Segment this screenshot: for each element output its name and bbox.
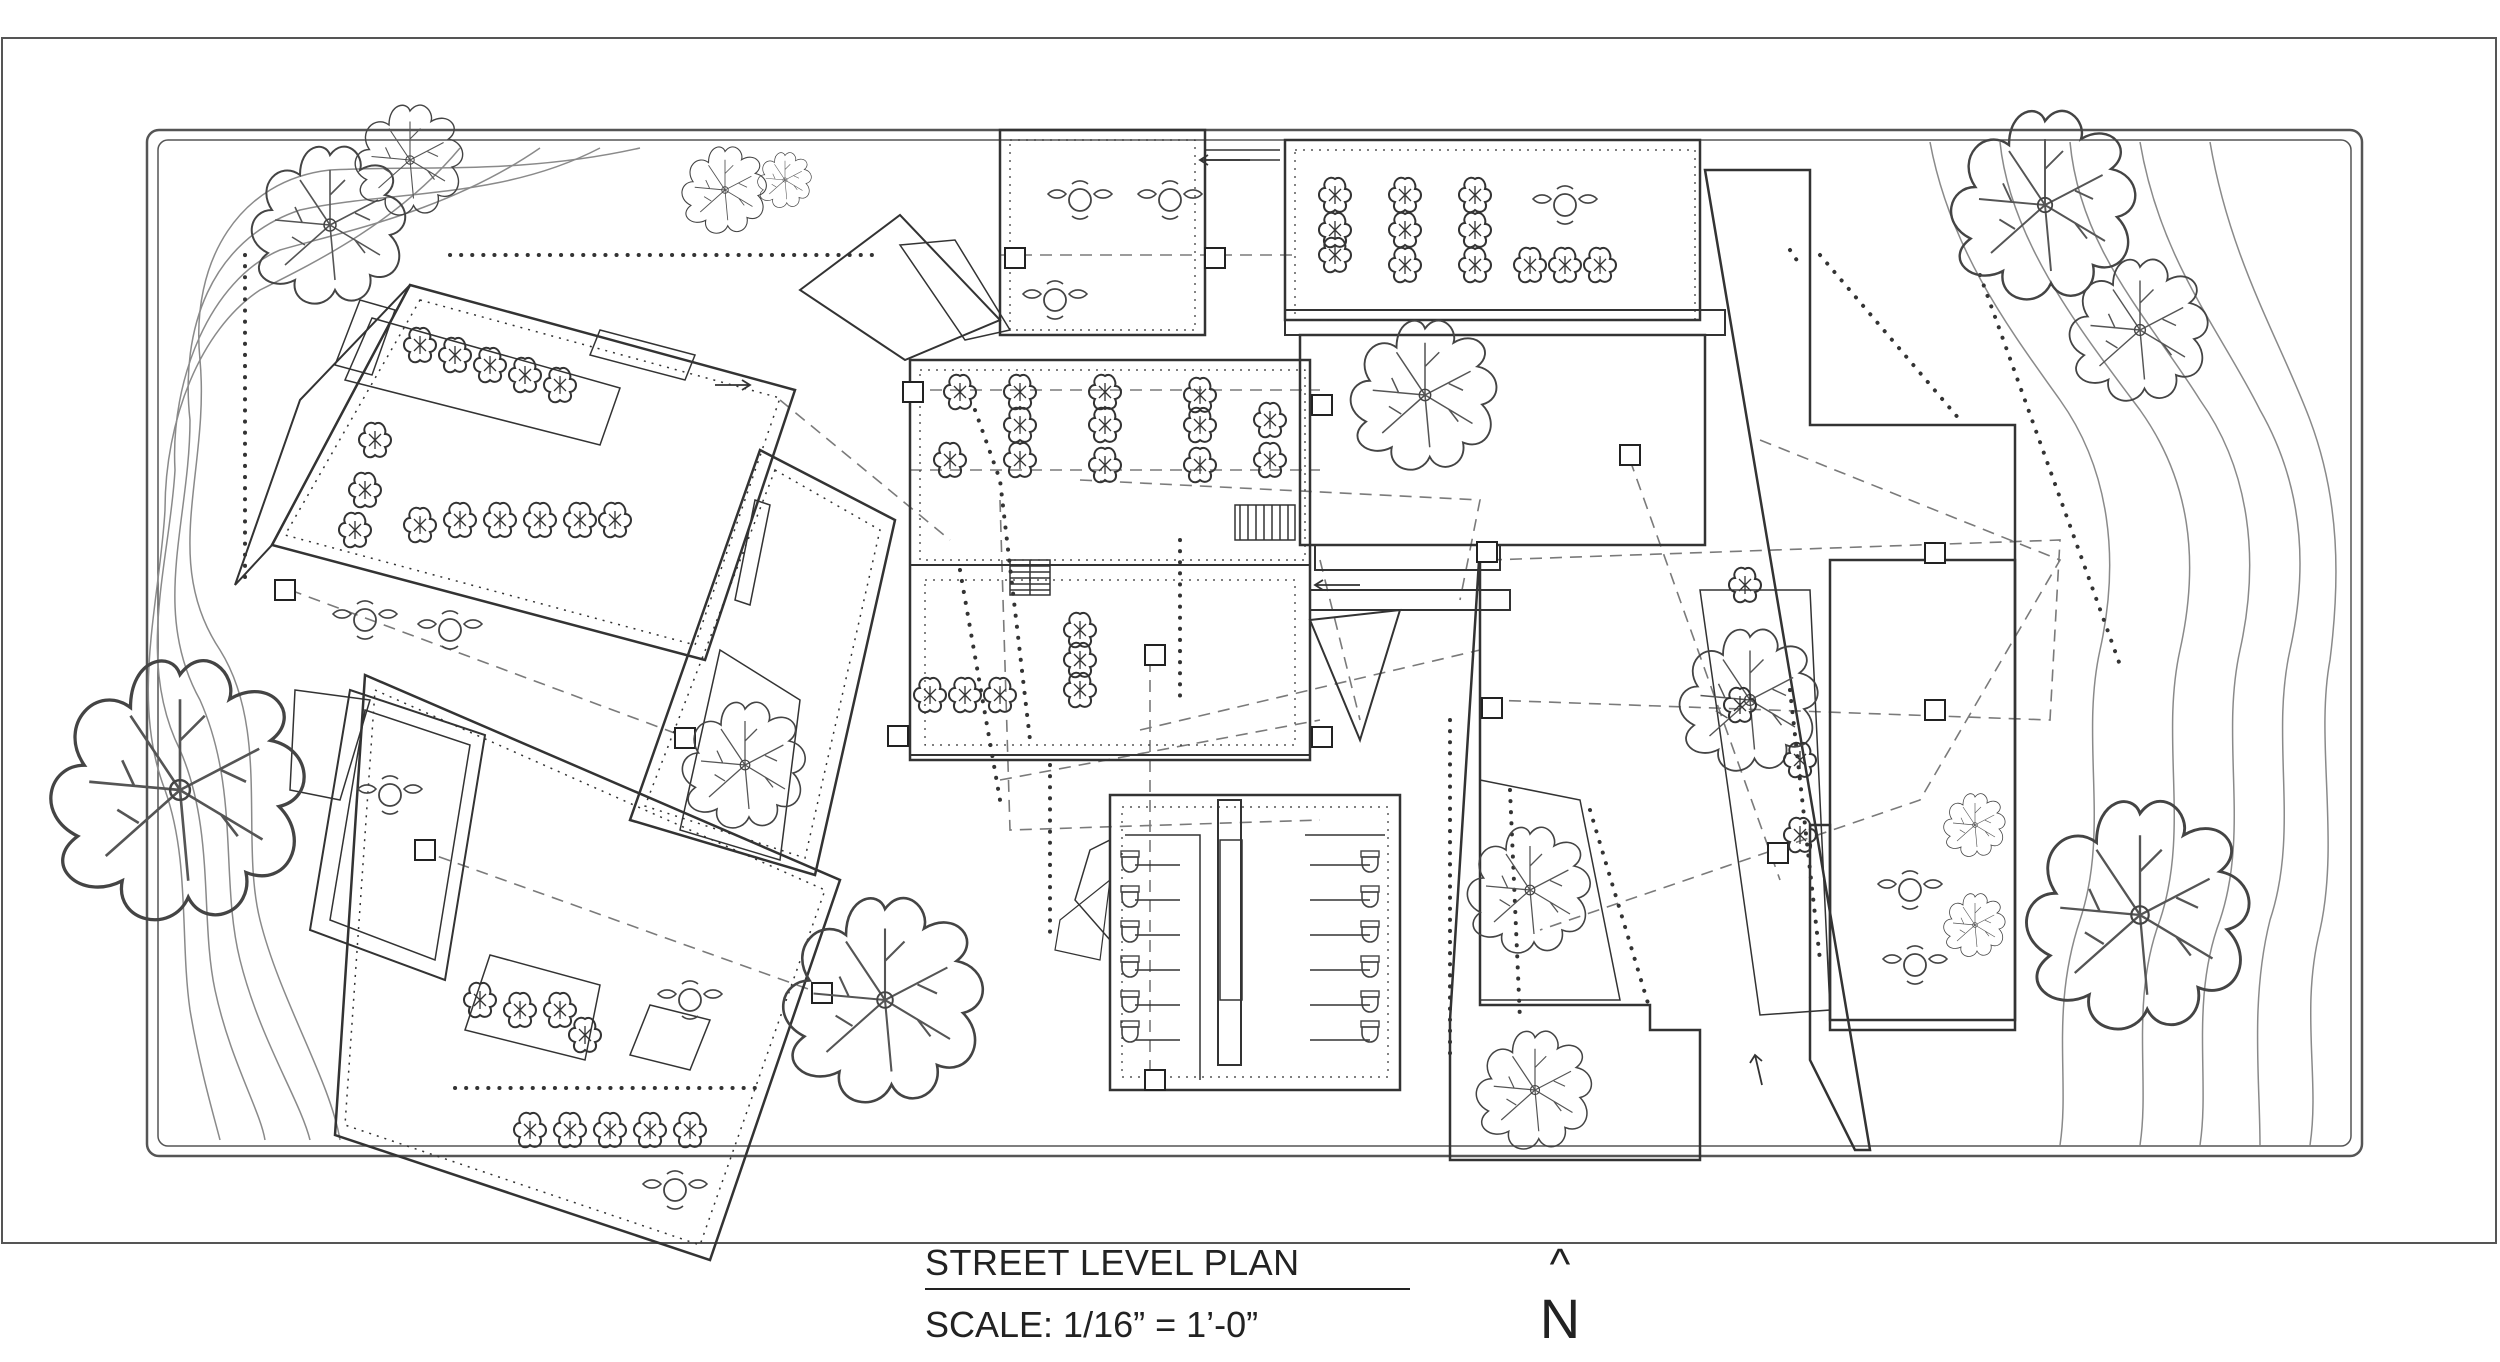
pavilion-northwest <box>234 283 797 662</box>
contour-lines-east <box>1929 141 2337 1146</box>
pavilion-centralwest <box>628 448 897 877</box>
east-building <box>1448 168 2017 1162</box>
dotted-lines <box>243 248 2122 1090</box>
title-block: STREET LEVEL PLAN SCALE: 1/16” = 1’-0” <box>925 1242 1415 1346</box>
plan-title: STREET LEVEL PLAN <box>925 1242 1300 1283</box>
contour-lines-west <box>147 147 641 1141</box>
plan-scale: SCALE: 1/16” = 1’-0” <box>925 1304 1259 1345</box>
pavilion-southwest <box>289 673 842 1262</box>
north-caret: ^ <box>1549 1240 1571 1289</box>
tree-canopy-icons <box>49 104 2251 1150</box>
shrub-icons <box>337 176 1817 1149</box>
site-boundary <box>145 128 2364 1158</box>
central-building <box>798 213 1707 762</box>
stair-icon <box>1009 504 1296 596</box>
arrow-icons <box>715 154 1763 1086</box>
sheet-border <box>1 37 2497 1244</box>
toilet-icons <box>1120 850 1380 1043</box>
dashed-paths <box>289 254 2062 1080</box>
cafe-block-north <box>998 128 1726 337</box>
title-underline <box>925 1288 1410 1290</box>
north-letter: N <box>1539 1287 1581 1350</box>
restroom-block <box>1054 793 1402 1092</box>
north-arrow-icon: ^ N <box>1530 1243 1590 1347</box>
